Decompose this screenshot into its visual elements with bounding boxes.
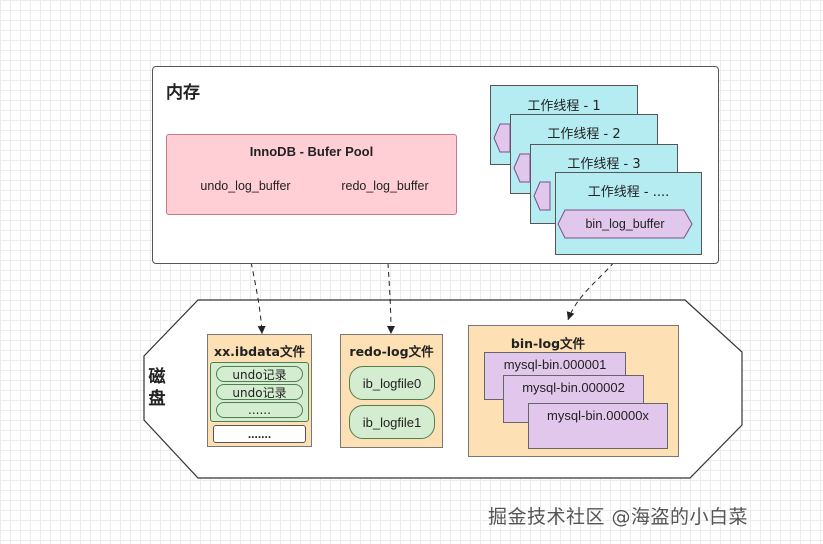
mysql-bin-file: mysql-bin.000002 — [503, 375, 644, 423]
stacked-buffer-tips — [493, 123, 551, 211]
worker-thread-title: 工作线程 - 2 — [547, 127, 621, 142]
ibdata-file-title: xx.ibdata文件 — [214, 344, 305, 359]
worker-thread-title: 工作线程 - 1 — [527, 99, 601, 114]
bin-log-buffer-hex — [557, 209, 693, 239]
bin-log-buffer: bin_log_buffer — [557, 209, 693, 239]
redo-log-buffer: redo_log_buffer — [319, 172, 451, 200]
disk-title-char: 磁 — [148, 367, 166, 387]
innodb-buffer-pool — [166, 134, 457, 215]
watermark: 掘金技术社区 @海盗的小白菜 — [488, 506, 749, 528]
buffer-pool-title: InnoDB - Bufer Pool — [249, 144, 374, 159]
ib-logfile: ib_logfile0 — [349, 366, 435, 400]
undo-record: undo记录 — [216, 366, 303, 382]
worker-thread-title: 工作线程 - 3 — [567, 157, 641, 172]
memory-title: 内存 — [166, 83, 200, 103]
worker-thread-title: 工作线程 - .... — [587, 185, 670, 200]
undo-record: undo记录 — [216, 384, 303, 400]
mysql-bin-file: mysql-bin.00000x — [528, 403, 668, 449]
ib-logfile: ib_logfile1 — [349, 405, 435, 439]
bin-log-buffer-label: bin_log_buffer — [585, 217, 665, 231]
disk-title: 磁 盘 — [146, 366, 168, 410]
binlog-flush-arrow — [566, 237, 626, 321]
disk-title-char: 盘 — [148, 389, 166, 409]
undo-log-buffer-label: undo_log_buffer — [200, 179, 291, 193]
undo-log-buffer: undo_log_buffer — [181, 172, 310, 200]
redo-flush-arrow — [384, 199, 395, 335]
bin-log-file-title: bin-log文件 — [510, 336, 586, 351]
redo-log-buffer-label: redo_log_buffer — [341, 179, 429, 193]
ibdata-more: ....... — [213, 425, 306, 443]
undo-flush-arrow — [242, 199, 266, 335]
undo-record: ...... — [216, 402, 303, 418]
redo-log-file-title: redo-log文件 — [349, 344, 434, 359]
